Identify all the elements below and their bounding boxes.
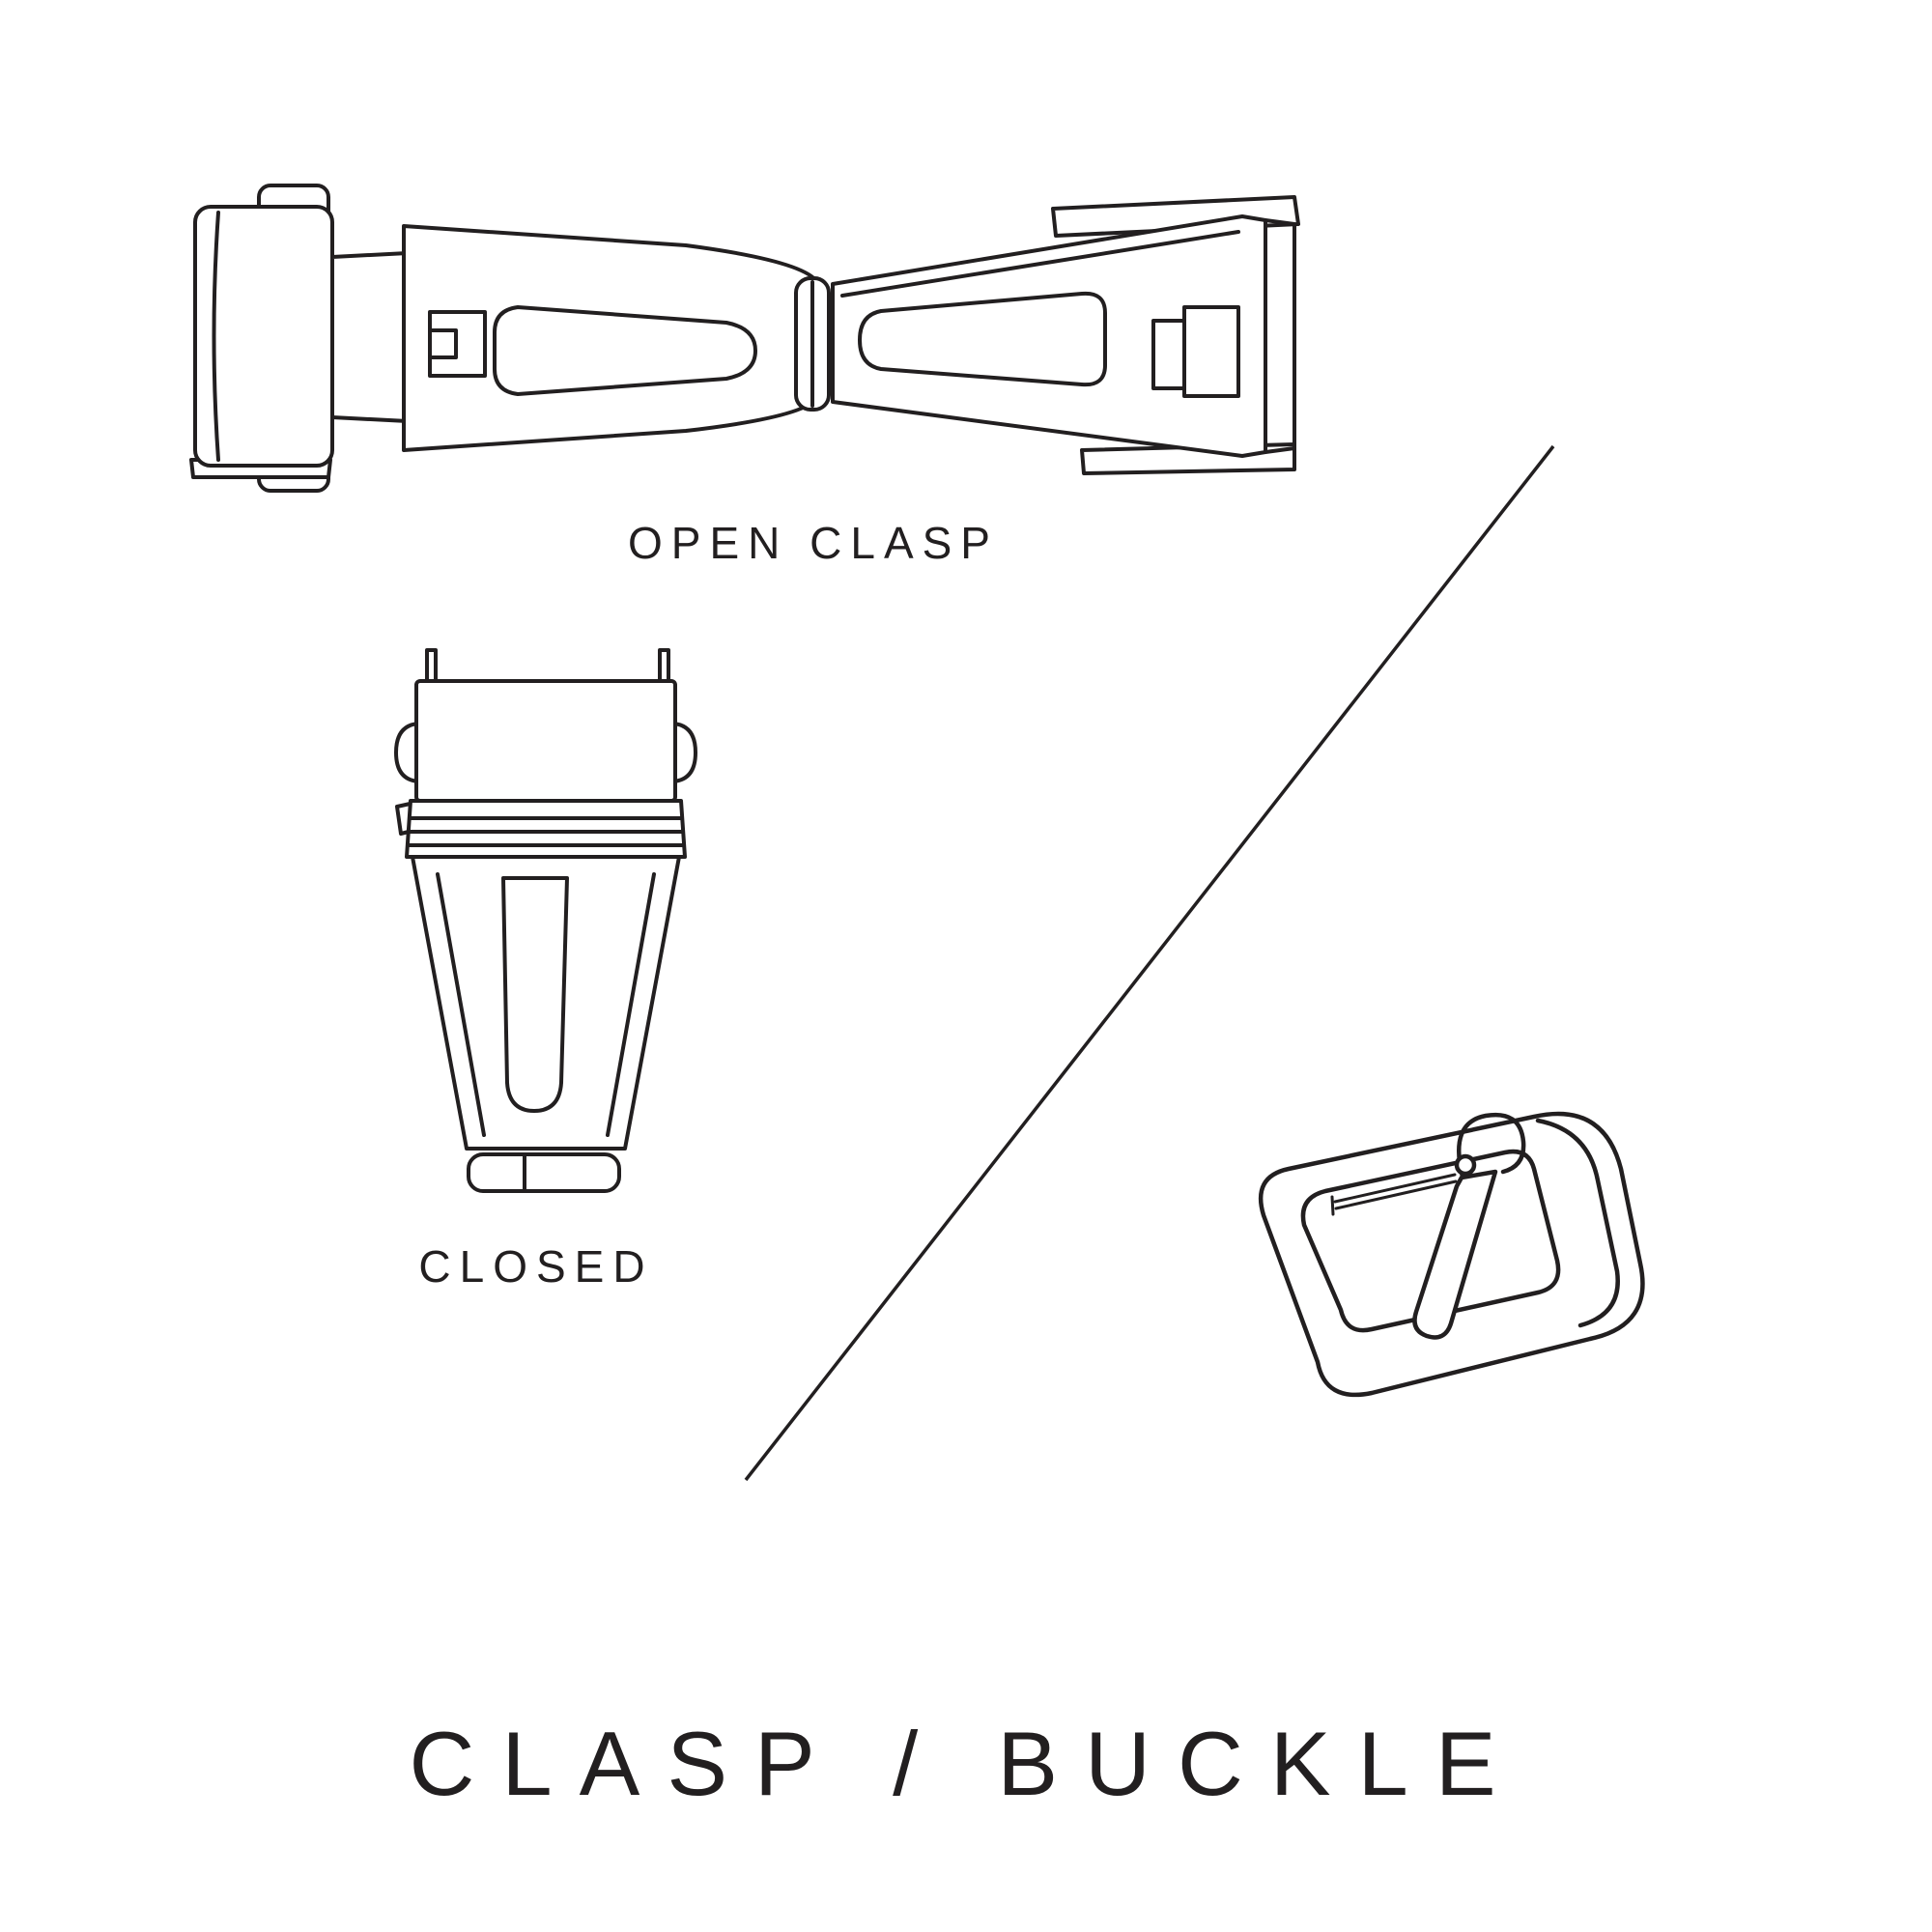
buckle-icon bbox=[1258, 1111, 1645, 1398]
closed-clasp-icon bbox=[394, 648, 697, 1193]
diagram-title: CLASP / BUCKLE bbox=[409, 1713, 1523, 1814]
closed-clasp-illustration bbox=[372, 633, 720, 1212]
open-clasp-label: OPEN CLASP bbox=[628, 518, 999, 568]
open-clasp-illustration bbox=[184, 164, 1333, 522]
buckle-illustration bbox=[1227, 1082, 1671, 1449]
open-clasp-icon bbox=[189, 184, 1300, 493]
closed-clasp-label: CLOSED bbox=[418, 1241, 654, 1292]
